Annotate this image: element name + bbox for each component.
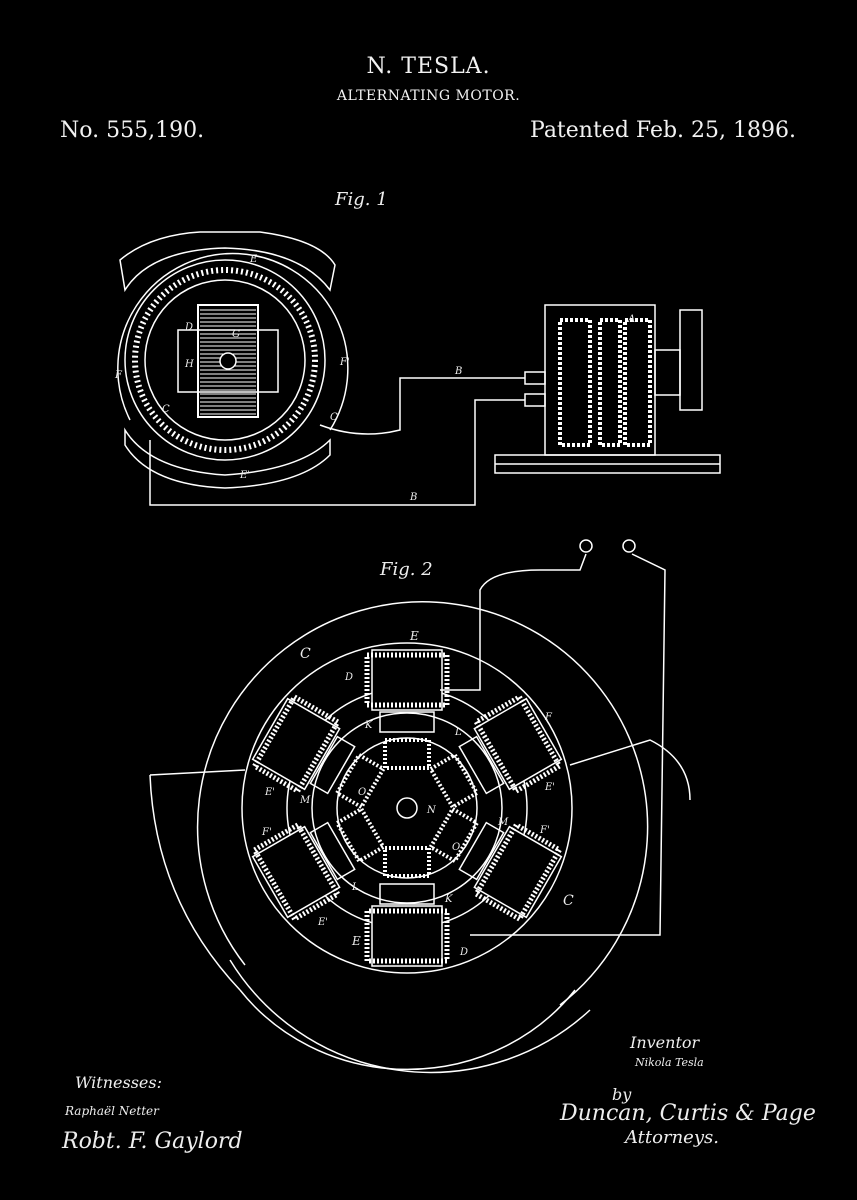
label: F' [261,827,272,838]
label: D [184,322,193,333]
label: O [358,787,366,798]
patent-number: No. 555,190. [60,118,205,143]
label: E' [239,470,250,481]
label: G [232,329,240,340]
label: C [563,893,574,909]
label: B [409,492,417,503]
stator-pole [251,806,387,923]
label: E' [264,787,275,798]
label: E [249,254,258,265]
label: A [627,314,635,325]
witness-signature: Raphaël Netter [64,1104,160,1118]
label: H [184,359,194,370]
label: K [444,894,453,905]
stator-pole [364,846,450,967]
label: M [497,817,509,828]
label: D [344,672,353,683]
stator-pole [427,806,563,923]
inventor-signature: Nikola Tesla [634,1056,704,1069]
fig2-motor [149,539,691,1074]
label: E [409,629,419,643]
patent-date: Patented Feb. 25, 1896. [530,118,797,143]
label: D [459,947,468,958]
inventor-name: N. TESLA. [366,54,491,79]
witness-signature: Robt. F. Gaylord [61,1129,243,1154]
label: E [351,934,361,948]
label: B [454,366,462,377]
label: K [364,720,373,731]
stator-pole [427,693,563,810]
fig1-motor [117,231,525,506]
label: F [114,370,123,381]
attorneys-signature: Duncan, Curtis & Page [559,1101,816,1126]
by-label: by [612,1085,632,1104]
label: C [162,404,170,415]
witnesses-label: Witnesses: [75,1073,162,1092]
label: N [426,805,437,816]
label: L [351,882,359,893]
label: E' [544,782,555,793]
stator-poles [251,649,563,967]
patent-title: ALTERNATING MOTOR. [336,88,521,104]
stator-pole [251,693,387,810]
label: C [300,646,311,662]
label: O [452,842,460,853]
label: F [544,712,553,723]
fig2-caption: Fig. 2 [379,559,433,580]
label: M [299,795,311,806]
label: E' [317,917,328,928]
label: L [454,727,462,738]
label: C [330,412,338,423]
label: F' [339,357,350,368]
attorneys-label: Attorneys. [623,1127,719,1148]
inventor-label: Inventor [629,1033,701,1052]
label: F' [539,825,550,836]
fig1-generator [494,304,721,474]
stator-pole [364,649,450,770]
fig1-caption: Fig. 1 [334,189,388,210]
rotor-laminations [200,309,256,415]
